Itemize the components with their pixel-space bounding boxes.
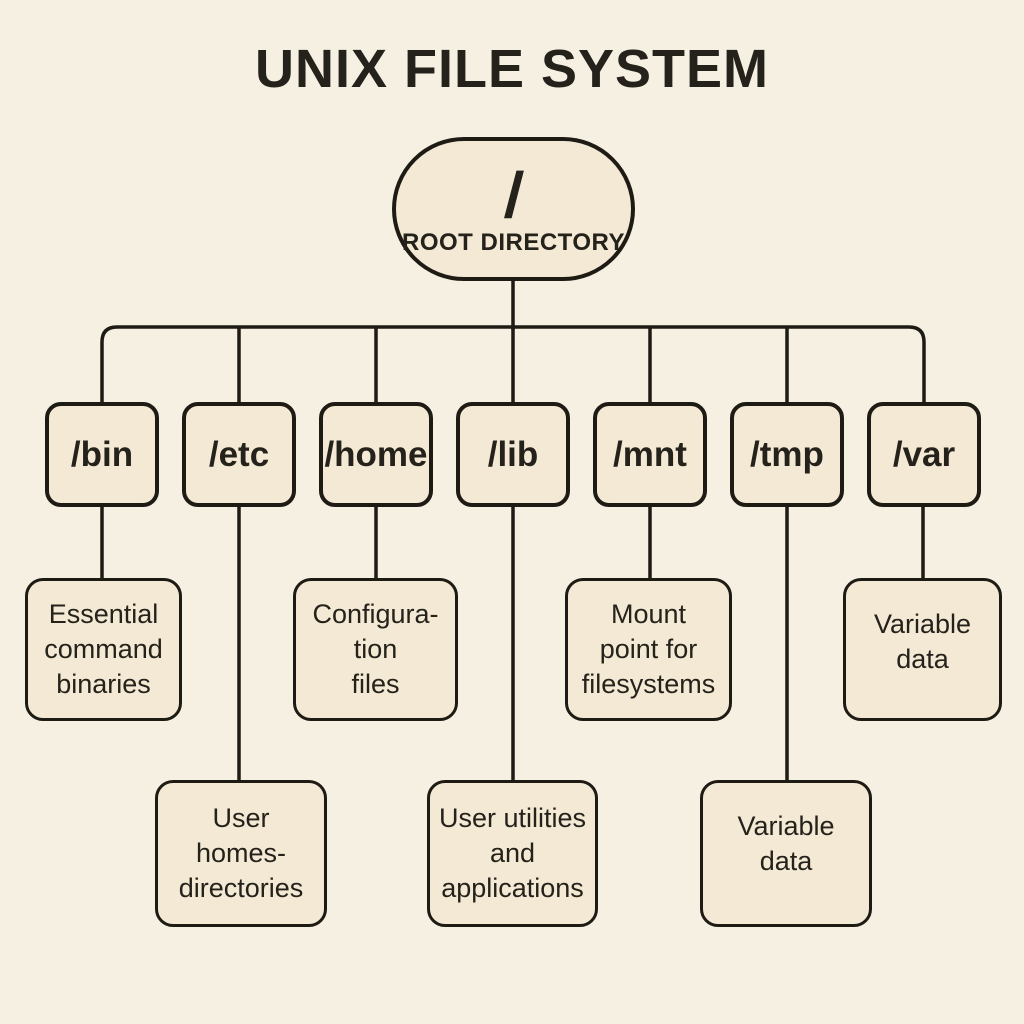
dir-node-etc: /etc xyxy=(182,402,296,507)
desc-node-var: Variable data xyxy=(843,578,1002,721)
dir-node-bin: /bin xyxy=(45,402,159,507)
desc-node-lib: User utilities and applications xyxy=(427,780,598,927)
desc-node-mnt: Mount point for filesystems xyxy=(565,578,732,721)
desc-node-bin: Essential command binaries xyxy=(25,578,182,721)
diagram-title: UNIX FILE SYSTEM xyxy=(254,39,770,99)
root-slash-symbol: / xyxy=(502,159,525,231)
root-directory-node: / ROOT DIRECTORY xyxy=(392,137,635,281)
root-directory-label: ROOT DIRECTORY xyxy=(401,229,625,256)
dir-node-var: /var xyxy=(867,402,981,507)
dir-node-mnt: /mnt xyxy=(593,402,707,507)
desc-node-tmp: Variable data xyxy=(700,780,872,927)
desc-node-etc: User homes- directories xyxy=(155,780,327,927)
dir-node-lib: /lib xyxy=(456,402,570,507)
dir-node-home: /home xyxy=(319,402,433,507)
desc-node-home: Configura- tion files xyxy=(293,578,458,721)
dir-node-tmp: /tmp xyxy=(730,402,844,507)
